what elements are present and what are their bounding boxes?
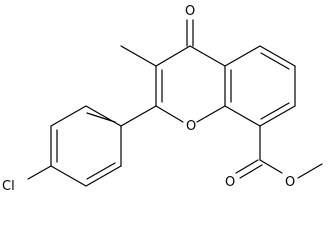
bond-c7-c8-double <box>260 102 290 120</box>
bond-o1-c2 <box>155 105 184 123</box>
bond-ester-c-o-double-a <box>235 159 259 174</box>
chlorine-label: Cl <box>2 179 15 194</box>
bond-ester-c-o-single <box>259 159 283 174</box>
chlorophenyl-ring <box>50 105 122 187</box>
bond-ar-c4-c5 <box>50 165 87 187</box>
bond-c4-c4a <box>189 45 226 67</box>
ring-oxygen-label: O <box>186 119 196 134</box>
methyl-ester-group: O O <box>225 125 323 190</box>
bond-c8a-o1 <box>196 105 226 123</box>
bond-ar-c5-c6-double <box>86 162 116 180</box>
carbonyl-oxygen-label: O <box>185 4 195 19</box>
bond-ar-cl <box>27 165 52 180</box>
ketone-group: O <box>185 4 195 47</box>
bond-o-methyl <box>297 163 323 179</box>
bond-c5-c6 <box>259 45 296 67</box>
bond-ar-c1-c2 <box>85 105 122 127</box>
benzo-ring <box>224 45 296 127</box>
bond-c4a-c5 <box>224 45 261 67</box>
ester-ether-oxygen-label: O <box>285 175 295 190</box>
bond-c3-c4 <box>155 45 191 67</box>
bond-ar-c1-c2-double <box>86 112 116 123</box>
methyl-bond <box>120 45 157 67</box>
bond-c7-c8 <box>259 105 296 127</box>
pyranone-ring <box>155 45 226 123</box>
bond-ar-c2-c3 <box>50 105 87 127</box>
bond-ar-c5-c6 <box>85 165 122 187</box>
bond-c2-aryl <box>120 105 157 127</box>
chemical-structure-diagram: O O O O Cl <box>2 4 323 194</box>
bond-ester-c-o-double-b <box>239 164 263 179</box>
bond-c5-c6-double <box>260 52 290 70</box>
ester-carbonyl-oxygen-label: O <box>225 175 235 190</box>
bond-c8-c8a <box>224 105 261 127</box>
